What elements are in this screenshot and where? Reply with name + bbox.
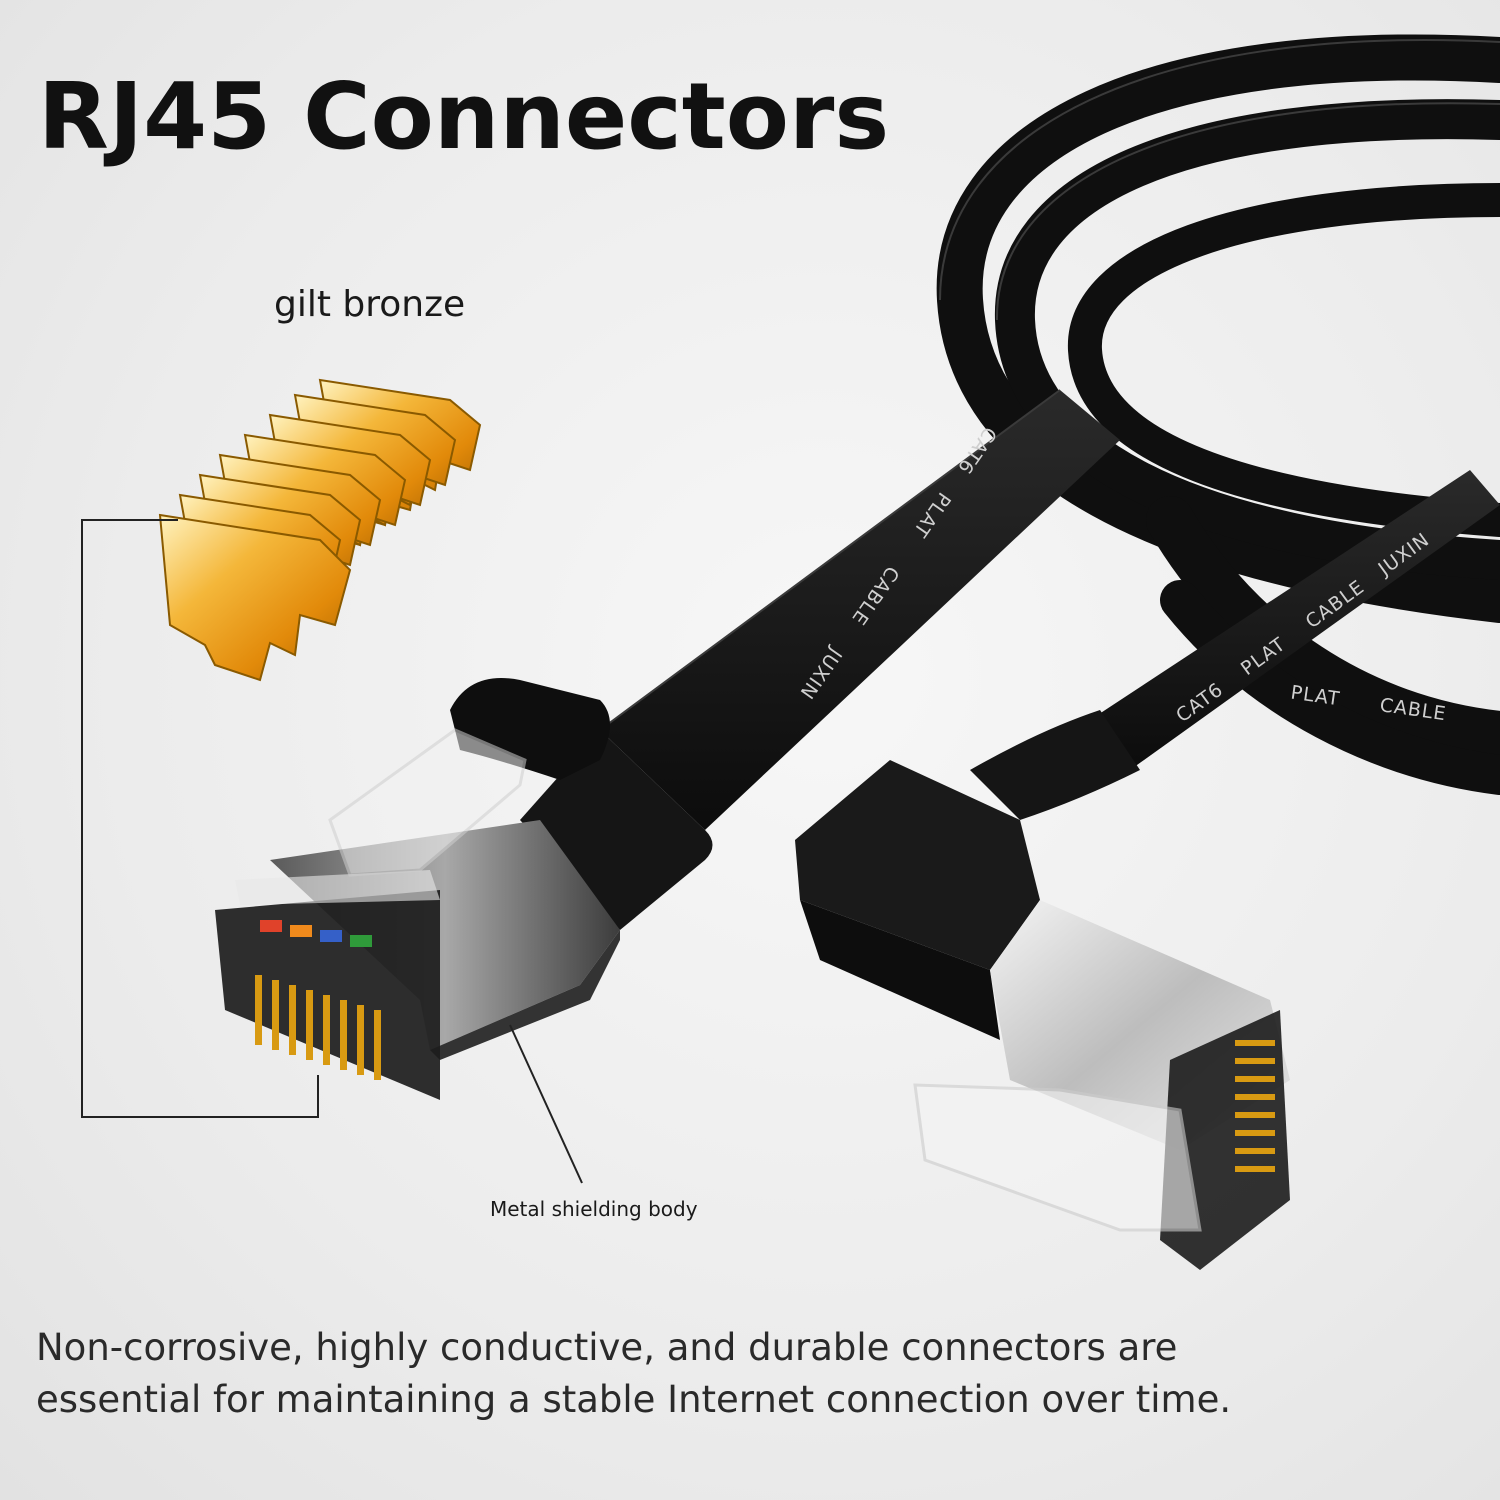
page-title: RJ45 Connectors [38, 63, 890, 170]
gilt-bronze-label: gilt bronze [274, 284, 466, 325]
metal-callout-line [509, 1024, 583, 1184]
left-connector [215, 678, 713, 1100]
callout-bracket [81, 519, 319, 1118]
cable-coil [936, 34, 1500, 795]
left-cable-edge [599, 389, 1061, 731]
right-cable-body [1090, 470, 1500, 770]
right-connector [795, 710, 1290, 1270]
left-cable-body [600, 390, 1120, 830]
right-strain-relief [970, 710, 1140, 820]
gilt-pins-icon [158, 378, 482, 682]
description-line-2: essential for maintaining a stable Inter… [36, 1378, 1232, 1421]
description: Non-corrosive, highly conductive, and du… [36, 1322, 1456, 1426]
metal-shielding-label: Metal shielding body [490, 1197, 698, 1221]
right-boot [795, 760, 1040, 970]
left-boot [520, 730, 713, 930]
cable-coil-highlights [939, 39, 1500, 321]
description-line-1: Non-corrosive, highly conductive, and du… [36, 1326, 1178, 1369]
